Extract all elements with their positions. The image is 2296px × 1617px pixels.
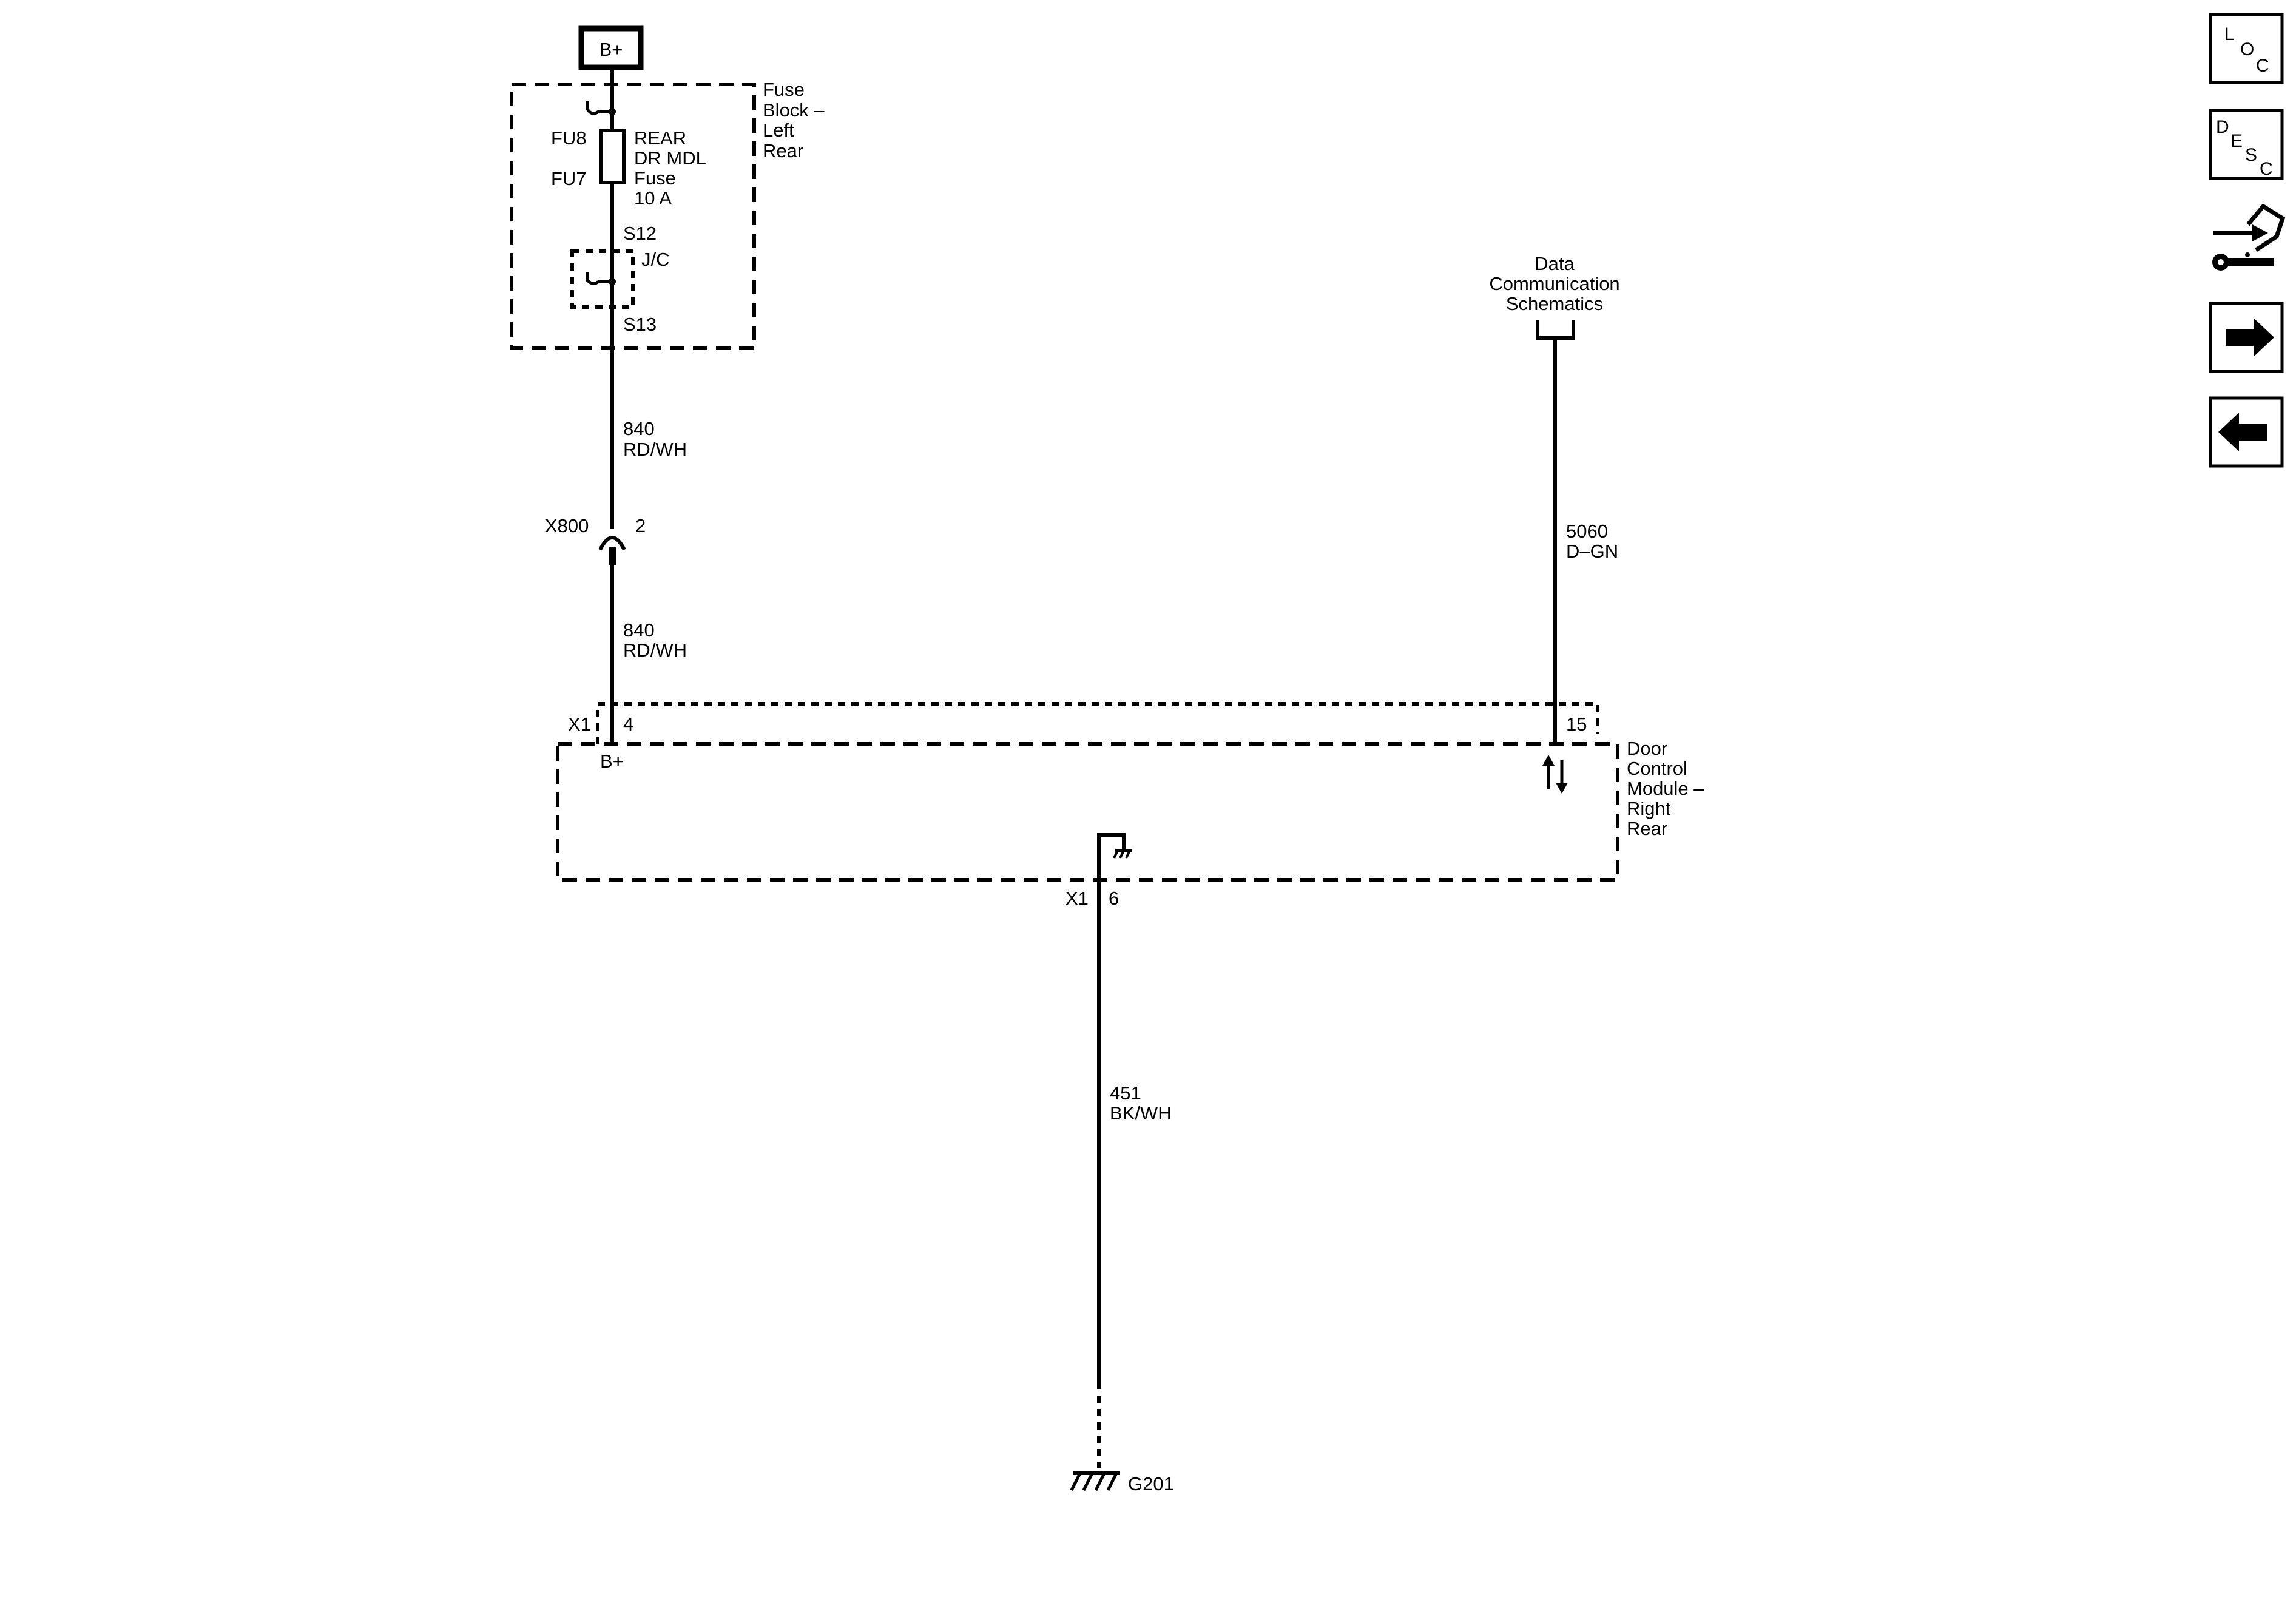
splice-top-label: S12 (623, 223, 657, 244)
data-link-name-line-3: Schematics (1506, 293, 1603, 314)
fuse-ref-bottom: FU7 (551, 168, 587, 189)
module-name-line-2: Control (1627, 758, 1687, 779)
previous-arrow-icon (2218, 413, 2267, 451)
next-arrow-icon (2226, 318, 2274, 357)
module-name-line-4: Right (1627, 798, 1671, 819)
desc-letter-s: S (2245, 145, 2257, 165)
data-link-name-line-1: Data (1535, 253, 1575, 274)
fuse-name-line-2: DR MDL (634, 147, 706, 169)
data-link-name-line-2: Communication (1489, 273, 1619, 294)
wire-5060-color: D–GN (1566, 541, 1618, 562)
description-view-button[interactable]: D E S C (2209, 109, 2284, 180)
module-name-line-3: Module – (1627, 778, 1704, 799)
wire-840-lower-circuit: 840 (623, 619, 655, 641)
fuse-block-name-line-2: Block – (763, 100, 825, 121)
module-pin-ground: 6 (1109, 888, 1119, 909)
ground-g201: G201 (1070, 1471, 1174, 1494)
wire-840-upper-color: RD/WH (623, 439, 687, 460)
junction-terminal (586, 272, 599, 285)
module-connector-x1-outline (596, 702, 1599, 744)
inline-connector-pin: 2 (635, 515, 646, 536)
module-pin-power-label: B+ (600, 751, 624, 772)
ground-name: G201 (1128, 1473, 1174, 1494)
wire-451-color: BK/WH (1110, 1102, 1172, 1124)
fuse-block-name-line-1: Fuse (763, 79, 805, 100)
desc-letter-c: C (2260, 159, 2273, 179)
data-communication-reference: Data Communication Schematics (1489, 253, 1620, 340)
module-name-line-1: Door (1627, 738, 1667, 759)
wire-840-lower-color: RD/WH (623, 640, 687, 661)
fuse-block-name-line-4: Rear (763, 140, 803, 161)
module-pin-power: 4 (623, 714, 633, 735)
fuse-name-line-3: Fuse (634, 167, 676, 189)
loc-letter-l: L (2224, 24, 2235, 44)
fuse-name-line-1: REAR (634, 127, 686, 149)
next-page-button[interactable] (2209, 302, 2284, 373)
fuse-name-line-4: 10 A (634, 187, 672, 209)
fuse-block-terminal-top (586, 101, 599, 115)
junction-connector-label: J/C (641, 249, 670, 270)
power-source-label: B+ (599, 39, 623, 60)
module-name-line-5: Rear (1627, 818, 1667, 839)
wire-5060-circuit: 5060 (1566, 521, 1608, 542)
fuse-block-name-line-3: Left (763, 120, 794, 141)
desc-letter-e: E (2230, 131, 2243, 151)
module-pin-data: 15 (1566, 714, 1587, 735)
splice-bottom-label: S13 (623, 314, 657, 335)
loc-letter-c: C (2256, 56, 2269, 76)
junction-connector-box (570, 249, 635, 309)
battery-positive-source: B+ (578, 25, 644, 70)
connector-repair-icon[interactable] (2212, 203, 2286, 271)
chassis-ground-icon (1113, 849, 1132, 859)
module-connector-bottom: X1 (1065, 888, 1089, 909)
fuse-block-left-rear: Fuse Block – Left Rear FU8 FU7 REAR DR M… (510, 79, 825, 350)
previous-page-button[interactable] (2209, 396, 2284, 468)
inline-connector-x800: X800 2 (545, 515, 646, 565)
inline-connector-name: X800 (545, 515, 589, 536)
module-internal-ground (1097, 833, 1126, 880)
fuse-element (599, 129, 626, 184)
fuse-ref-top: FU8 (551, 127, 587, 149)
wire-451-circuit: 451 (1110, 1082, 1141, 1104)
desc-letter-d: D (2216, 117, 2229, 137)
bidirectional-data-icon (1542, 755, 1568, 794)
door-control-module-right-rear: X1 4 B+ 15 Door Control Module – Right R… (556, 702, 1704, 909)
loc-letter-o: O (2240, 39, 2254, 59)
location-view-button[interactable]: L O C (2209, 13, 2284, 84)
wire-840-upper-circuit: 840 (623, 418, 655, 439)
module-connector-top: X1 (568, 714, 591, 735)
